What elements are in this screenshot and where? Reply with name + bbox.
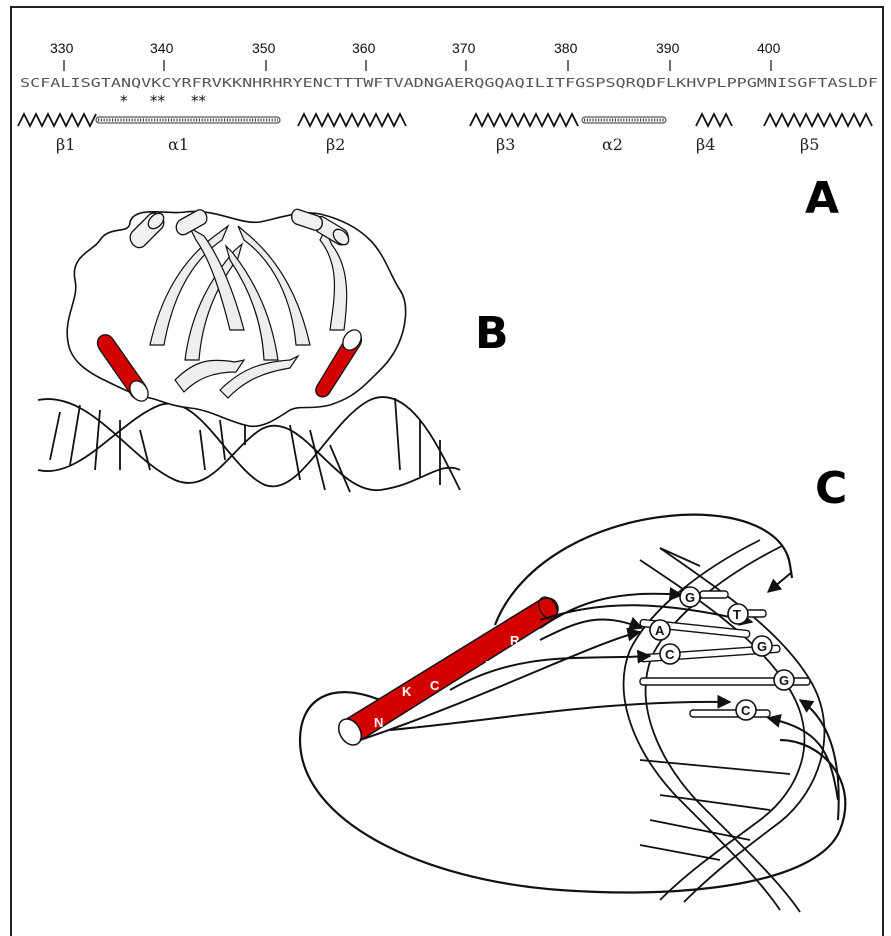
star-mark: ** [191,92,207,110]
protein-sequence: SCFALISGTANQVKCYRFRVKKNHRHRYENCTTTWFTVAD… [20,75,878,90]
strand-beta3 [470,114,578,126]
base-letter: A [655,623,665,638]
label-alpha1: α1 [168,135,189,154]
ruler-340: 340 [150,40,174,56]
residue-C: C [430,678,440,693]
ruler-330: 330 [50,40,74,56]
label-beta5: β5 [800,135,819,154]
residue-R: R [510,633,520,648]
base-C2: C [736,700,756,720]
star-mark: * [120,92,128,110]
base-G1: G [680,587,700,607]
panel-a-label: A [805,173,839,224]
strand-beta4 [696,114,732,126]
base-G2: G [752,636,772,656]
label-beta3: β3 [496,135,515,154]
strand-beta1 [18,114,96,126]
ruler-ticks [64,60,771,71]
ruler-390: 390 [656,40,680,56]
ruler-350: 350 [252,40,276,56]
red-helix-c [334,594,561,750]
label-beta2: β2 [326,135,345,154]
ruler-360: 360 [352,40,376,56]
base-letter: C [741,703,751,718]
helix-alpha2 [582,117,666,123]
ruler-380: 380 [554,40,578,56]
base-letter: C [665,647,675,662]
base-C1: C [660,644,680,664]
panel-b: B [38,209,509,492]
label-beta4: β4 [696,135,715,154]
panel-a: 330 340 350 360 370 380 390 400 SCFALISG… [18,40,878,224]
base-letter: G [757,639,767,654]
residue-N: N [374,715,383,730]
panel-b-label: B [475,308,509,359]
panel-c-label: C [815,463,847,514]
base-letter: G [685,590,695,605]
base-G3: G [774,670,794,690]
residue-K: K [402,684,412,699]
base-A: A [650,620,670,640]
star-mark: ** [150,92,166,110]
strand-beta5 [764,114,872,126]
base-letter: G [779,673,789,688]
strand-beta2 [298,114,406,126]
label-beta1: β1 [56,135,75,154]
ruler-400: 400 [757,40,781,56]
base-T: T [728,604,748,624]
base-letter: T [733,607,741,622]
helix-alpha1 [96,117,280,123]
ruler-370: 370 [452,40,476,56]
panel-c: C [300,463,847,912]
label-alpha2: α2 [602,135,623,154]
